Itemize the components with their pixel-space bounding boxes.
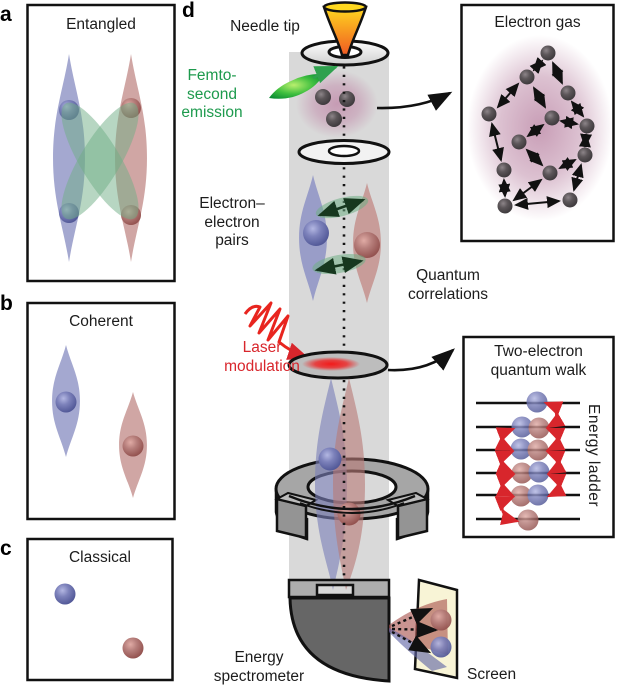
electron — [339, 91, 355, 107]
electron-blue — [303, 220, 329, 246]
modulation-membrane — [287, 350, 389, 380]
source-electron-cloud — [296, 70, 378, 138]
electron — [326, 111, 342, 127]
dispersion-arrows — [391, 607, 439, 654]
electron — [315, 89, 331, 105]
panel-b — [26, 301, 176, 521]
electron-red — [517, 509, 539, 531]
electron-blue — [527, 484, 549, 506]
panel-c-title: Classical — [68, 549, 131, 566]
electron — [560, 85, 576, 101]
electron-red — [430, 609, 452, 631]
electron-red — [528, 417, 550, 439]
electron-red — [511, 462, 533, 484]
electron-blue — [510, 438, 532, 460]
electron-pairs-label: Electron– electron pairs — [199, 195, 265, 250]
electron — [562, 192, 578, 208]
electron-blue — [318, 447, 342, 471]
panel-a — [26, 3, 176, 283]
electron — [497, 198, 513, 214]
panel-c-letter: c — [0, 537, 12, 560]
electron — [519, 69, 535, 85]
laser-modulation-label: Laser modulation — [224, 339, 300, 375]
panel-c — [26, 537, 174, 682]
energy-ladder-label: Energy ladder — [585, 404, 602, 508]
electron — [542, 165, 558, 181]
panel-b-letter: b — [0, 292, 13, 315]
electron-blue — [55, 391, 77, 413]
electron-pair-wavepackets — [299, 175, 381, 303]
laser-spot — [302, 357, 360, 371]
electron-blue — [511, 416, 533, 438]
anode-aperture — [297, 139, 391, 165]
electron — [577, 147, 593, 163]
electron-red — [337, 502, 361, 526]
panel-a-letter: a — [0, 3, 12, 26]
laser-beam-icon — [243, 301, 309, 360]
panel-quantum-walk — [462, 335, 615, 539]
electron — [540, 45, 556, 61]
walk-hop-arrows — [494, 401, 567, 526]
electron-gas-title: Electron gas — [494, 14, 581, 31]
entanglement-ellipse — [61, 102, 139, 220]
gas-correlation-arrows — [489, 57, 593, 210]
electron — [579, 118, 595, 134]
electron-red — [122, 435, 144, 457]
screen-assembly — [389, 578, 459, 680]
panel-b-title: Coherent — [69, 313, 133, 330]
electron — [496, 162, 512, 178]
output-beams — [315, 378, 365, 590]
electron-blue — [528, 461, 550, 483]
energy-spectrometer-label: Energy spectrometer — [213, 649, 305, 685]
femtosecond-emission-icon — [269, 65, 339, 99]
electron-blue — [54, 583, 76, 605]
arrow-to-electron-gas — [376, 91, 453, 111]
panel-a-title: Entangled — [66, 16, 136, 33]
gas-electrons — [481, 45, 595, 214]
electron — [481, 106, 497, 122]
electron — [544, 110, 560, 126]
electron — [511, 134, 527, 150]
spectrometer-body — [288, 596, 391, 683]
panel-electron-gas — [460, 3, 615, 243]
needle-cone-icon — [322, 5, 368, 57]
electron-red — [354, 232, 380, 258]
quantum-correlations-label: Quantum correlations — [407, 267, 489, 303]
needle-tip-label: Needle tip — [230, 18, 300, 35]
needle-tip-assembly — [300, 1, 390, 67]
arrow-to-quantum-walk — [387, 348, 455, 372]
electron-blue — [526, 391, 548, 413]
screen-label: Screen — [467, 666, 517, 683]
electron-blue — [430, 636, 452, 658]
correlation-arrow — [317, 198, 366, 217]
quantum-walk-title: Two-electron quantum walk — [490, 343, 587, 379]
panel-d-letter: d — [182, 0, 195, 22]
femtosecond-arrow — [312, 65, 339, 84]
femtosecond-emission-label: Femto- second emission — [181, 67, 243, 122]
correlation-arrow — [314, 256, 364, 275]
magnetic-lens-front-edge — [288, 494, 416, 514]
energy-spectrometer — [287, 578, 391, 683]
electron-red — [122, 637, 144, 659]
electron-red — [527, 439, 549, 461]
red-beam-envelope — [333, 378, 365, 590]
